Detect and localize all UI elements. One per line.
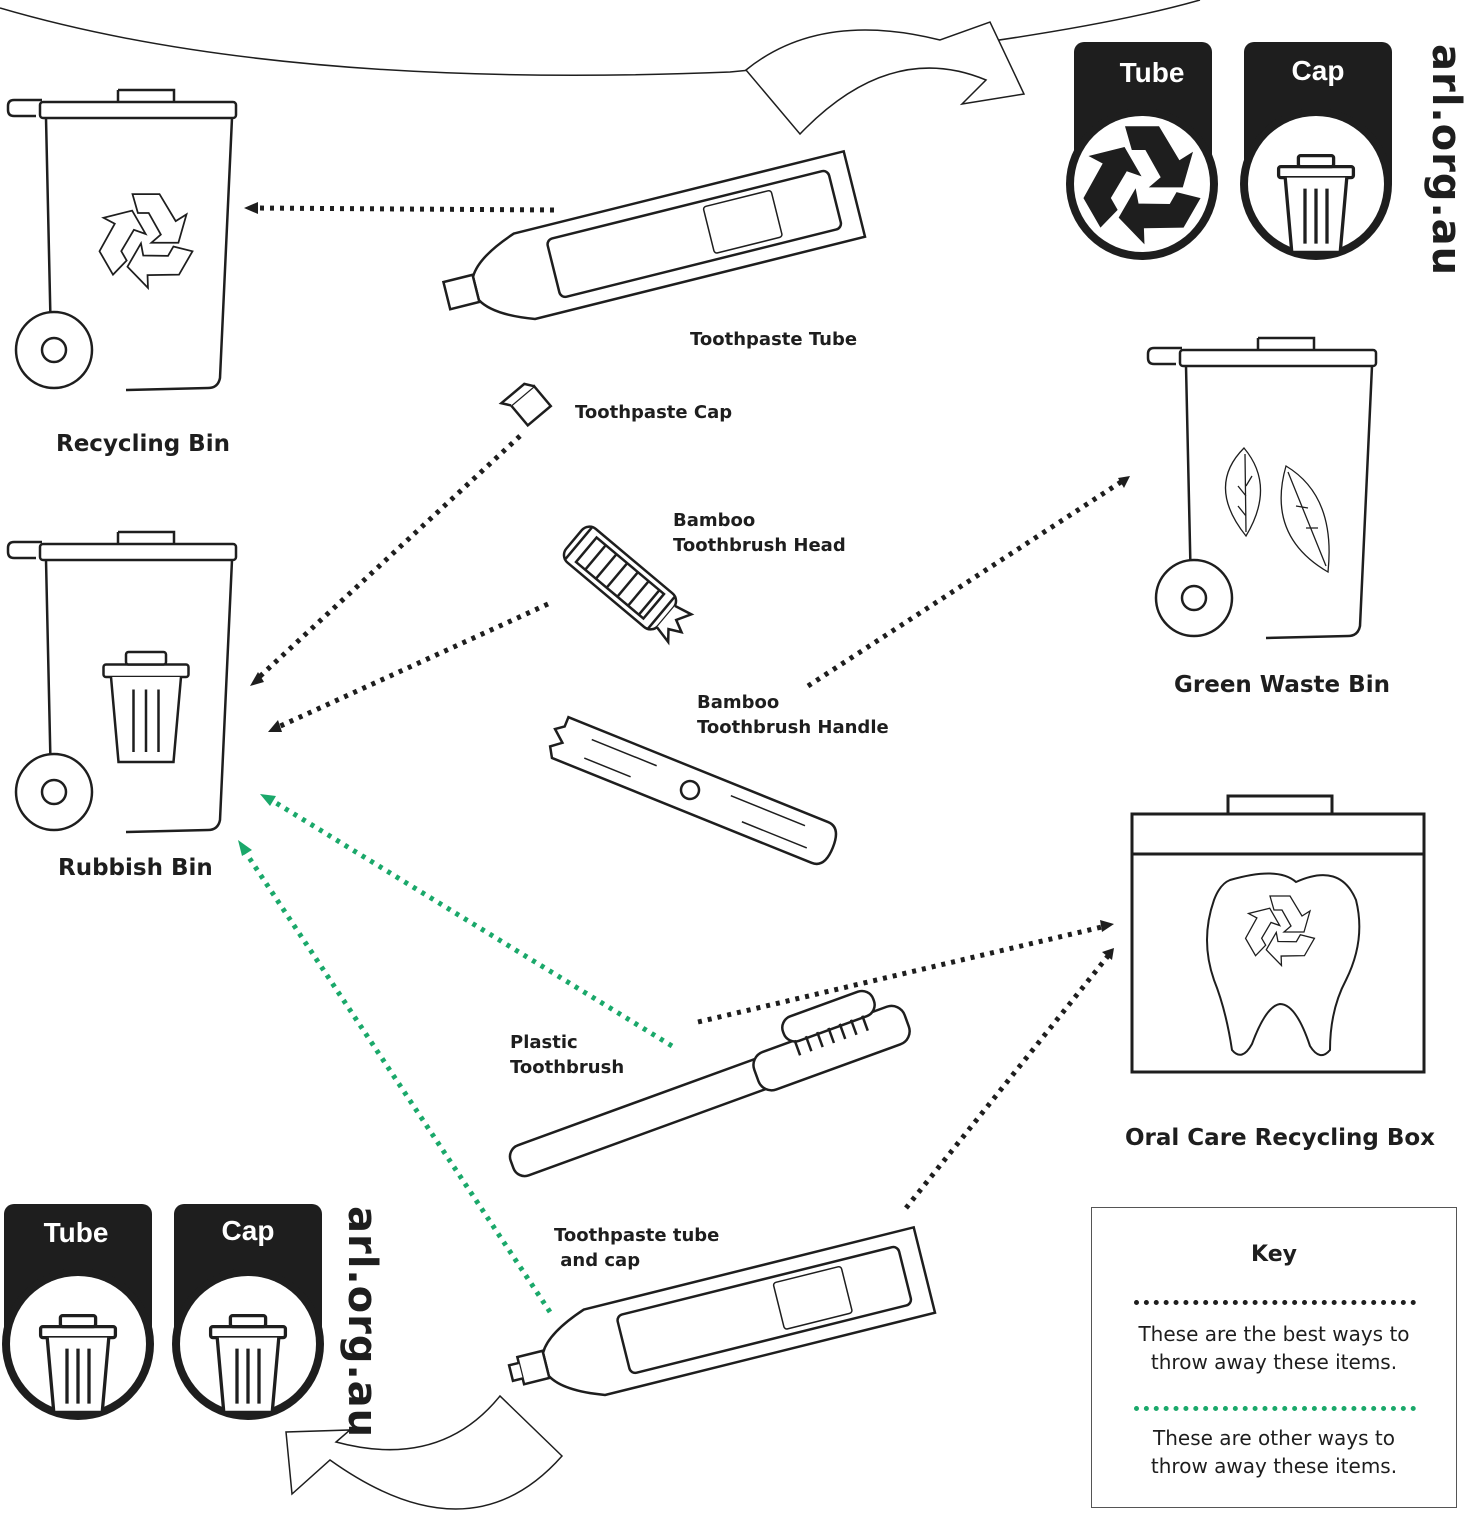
top-curved-arrow bbox=[744, 21, 1026, 136]
green-waste-bin-icon bbox=[1146, 336, 1378, 640]
bamboo-head-label-1: Bamboo bbox=[673, 510, 756, 531]
tooth-icon bbox=[1206, 872, 1361, 1057]
leaf-icon bbox=[1224, 447, 1330, 574]
other-arrowheads bbox=[238, 794, 276, 856]
key-title: Key bbox=[1251, 1242, 1297, 1267]
green-waste-bin-label: Green Waste Bin bbox=[1174, 672, 1390, 698]
best-arrows bbox=[251, 205, 1126, 1210]
rubbish-bin-label: Rubbish Bin bbox=[58, 855, 213, 881]
best-arrowheads bbox=[244, 202, 1130, 960]
bottom-site-url: arl.org.au bbox=[339, 1206, 385, 1439]
key-best-text: These are the best ways to throw away th… bbox=[1138, 1322, 1410, 1374]
plastic-toothbrush-label-2: Toothbrush bbox=[510, 1057, 625, 1078]
oral-care-box-label: Oral Care Recycling Box bbox=[1125, 1125, 1436, 1151]
bamboo-head-label-2: Toothbrush Head bbox=[673, 535, 846, 556]
tube-and-cap-label-2: and cap bbox=[554, 1250, 641, 1271]
recycling-bin-label: Recycling Bin bbox=[56, 431, 230, 457]
bamboo-toothbrush-handle-icon bbox=[548, 715, 838, 866]
top-site-url: arl.org.au bbox=[1423, 44, 1469, 277]
bottom-badge bbox=[2, 1204, 324, 1420]
toothpaste-cap-label: Toothpaste Cap bbox=[575, 402, 733, 423]
plastic-toothbrush-icon bbox=[508, 989, 911, 1178]
top-badge bbox=[1066, 42, 1392, 260]
bottom-curved-arrow bbox=[285, 1394, 564, 1510]
key-box: Key These are the best ways to throw awa… bbox=[1091, 1207, 1457, 1508]
bamboo-handle-label-2: Toothbrush Handle bbox=[697, 717, 889, 738]
other-arrows bbox=[241, 795, 674, 1314]
plastic-toothbrush-label-1: Plastic bbox=[510, 1032, 578, 1053]
top-arc bbox=[0, 0, 1201, 76]
recycling-bin-icon bbox=[6, 88, 238, 392]
key-best-line bbox=[1134, 1300, 1416, 1305]
bamboo-toothbrush-head-icon bbox=[562, 525, 695, 646]
toothpaste-tube-and-cap-icon bbox=[507, 1225, 937, 1397]
bamboo-handle-label-1: Bamboo bbox=[697, 692, 780, 713]
key-other-text: These are other ways to throw away these… bbox=[1150, 1426, 1398, 1478]
key-other-line bbox=[1134, 1406, 1416, 1411]
toothpaste-tube-label: Toothpaste Tube bbox=[690, 329, 858, 350]
rubbish-bin-icon bbox=[6, 530, 238, 834]
toothpaste-cap-icon bbox=[498, 382, 553, 428]
toothpaste-tube-icon bbox=[441, 149, 867, 321]
tube-and-cap-label-1: Toothpaste tube bbox=[554, 1225, 720, 1246]
oral-care-recycling-box-icon bbox=[1130, 794, 1426, 1074]
